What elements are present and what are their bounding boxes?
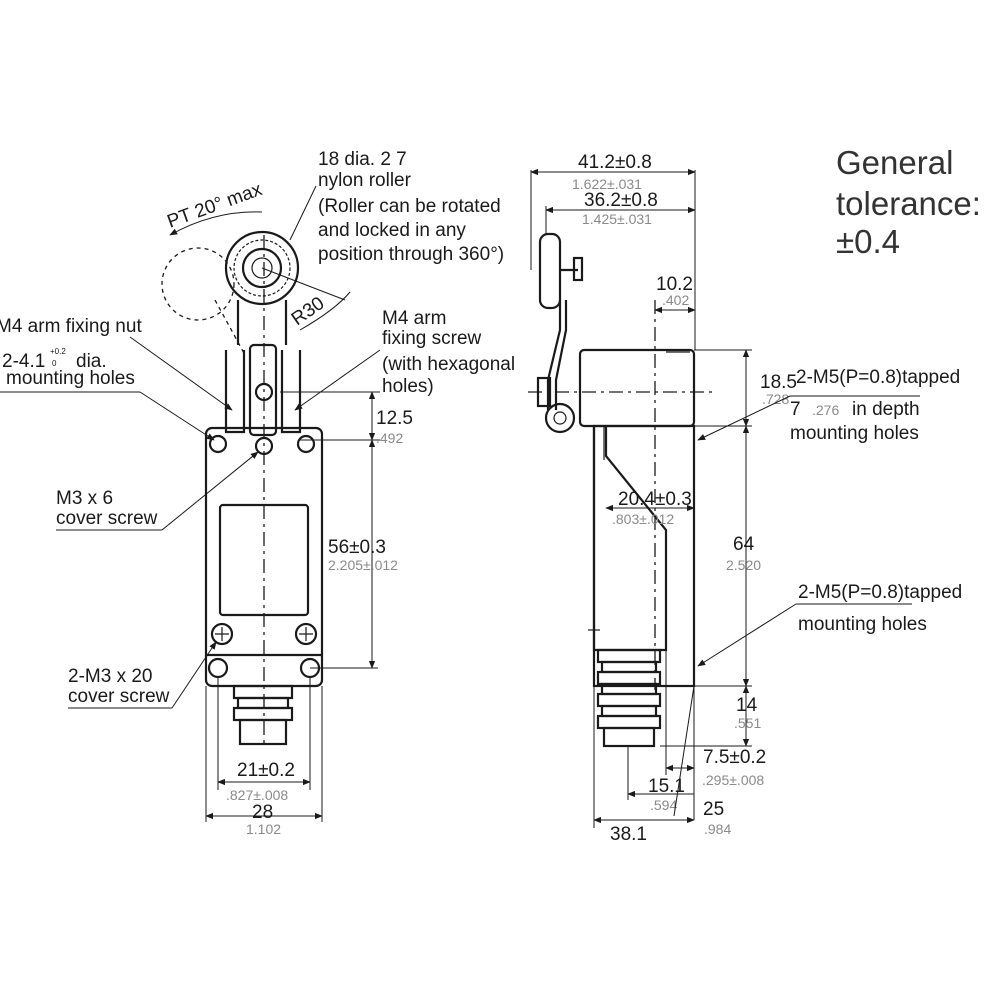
side-view: 41.2±0.8 1.622±.031 36.2±0.8 1.425±.031 … [528,152,962,845]
dim-28-inch: 1.102 [246,821,281,837]
roller-label-2: nylon roller [318,170,412,191]
dim-28-mm: 28 [252,802,273,823]
tapped-top-label-3: mounting holes [790,423,919,444]
mount-hole-left-top-icon [208,434,228,454]
tolerance-line-3: ±0.4 [836,223,900,260]
arm-screw-label-3: (with hexagonal [382,354,515,375]
mount-hole-left-bottom-icon [207,657,229,679]
m3x6-label-1: M3 x 6 [56,488,113,509]
tapped-bottom-label-2: mounting holes [798,614,927,635]
side-arm [546,300,562,410]
mount-holes-label-suffix: dia. [76,351,107,372]
m3x20-leader [171,641,217,709]
pt-angle-arc [169,211,263,236]
m3x6-screw-icon [254,436,274,456]
tapped-bottom-leader [697,603,797,667]
dim-25-inch: .984 [704,821,731,837]
dim-10-2-mm: 10.2 [656,274,693,295]
side-plunger-boot [596,648,662,748]
dim-64-mm: 64 [733,534,755,555]
mount-hole-right-top-icon [296,434,316,454]
mount-holes-leader [139,391,215,441]
dim-21-mm: 21±0.2 [237,760,295,781]
roller-icon [224,230,300,306]
lever-arm [236,300,288,345]
dim-56-inch: 2.205±.012 [328,557,398,573]
dim-18-5-mm: 18.5 [760,372,797,393]
general-tolerance-note: General tolerance: ±0.4 [836,144,981,260]
tapped-top-depth-mm: 7 [790,399,801,420]
radius-label: R30 [288,293,329,330]
arm-nut-leader [129,336,233,411]
pt-angle-label: PT 20° max [165,179,266,233]
dim-64-inch: 2.520 [726,557,761,573]
dim-25-leader [673,685,695,817]
arm-brackets [224,350,302,434]
cover-screw-right-icon [294,622,318,646]
front-view: PT 20° max R30 18 dia. 2 7 nylon roller … [0,149,515,837]
arm-screw-label-2: fixing screw [382,328,482,349]
rotated-arm-outline [214,299,246,356]
dim-20-4-mm: 20.4±0.3 [618,489,692,510]
radius-line [261,267,346,301]
tapped-top-label-1: 2-M5(P=0.8)tapped [796,367,960,388]
dim-15-1-inch: .594 [650,797,677,813]
dim-36-2-mm: 36.2±0.8 [584,190,658,211]
dim-12-5-inch: .492 [376,430,403,446]
cover-screw-left-icon [210,622,234,646]
roller-label-5: position through 360°) [318,244,504,265]
tolerance-line-1: General [836,144,953,181]
tolerance-line-2: tolerance: [836,185,981,222]
m3x20-label-1: 2-M3 x 20 [68,666,152,687]
arm-screw-label-4: holes) [382,376,434,397]
roller-label-4: and locked in any [318,220,466,241]
rotated-roller-outline [161,247,235,321]
dim-7-5-inch: .295±.008 [702,772,764,788]
plunger-boot [232,684,294,746]
dim-56-mm: 56±0.3 [328,537,386,558]
dim-10-2-inch: .402 [662,292,689,308]
side-body [592,424,696,688]
arm-hub [248,343,278,437]
cover-window [218,503,310,617]
roller-label-1: 18 dia. 2 7 [318,149,407,170]
dim-14-inch: .551 [734,715,761,731]
side-head [578,348,696,428]
dim-14-mm: 14 [736,695,758,716]
dim-20-4-inch: .803±.012 [612,511,674,527]
tapped-top-leader [697,395,791,441]
tapped-top-depth-rest: in depth [852,399,920,420]
mount-holes-tol-sup: +0.2 [50,347,66,356]
m3x6-leader [161,451,259,531]
roller-label-3: (Roller can be rotated [318,196,501,217]
dim-7-5-mm: 7.5±0.2 [703,747,766,768]
dim-21-inch: .827±.008 [226,787,288,803]
radius-arc [299,291,351,331]
arm-nut-label: M4 arm fixing nut [0,316,142,337]
tapped-top-depth-inch: .276 [812,402,839,418]
dim-18-5-inch: .728 [762,391,789,407]
arm-fixing-screw-icon [254,382,274,402]
dim-36-2-inch: 1.425±.031 [582,211,652,227]
m3x20-label-2: cover screw [68,686,170,707]
mount-holes-tol-sub: 0 [52,359,57,368]
dim-41-2-inch: 1.622±.031 [572,176,642,192]
dim-12-5-mm: 12.5 [376,408,413,429]
dim-25-mm: 25 [703,799,724,820]
side-hub [544,402,576,434]
mount-holes-label-prefix: 2-4.1 [2,351,45,372]
roller-leader [289,185,317,241]
side-roller [538,232,562,310]
arm-screw-label-1: M4 arm [382,308,446,329]
arm-screw-leader [294,349,381,411]
mount-holes-label-2: mounting holes [6,368,135,389]
dim-15-1-mm: 15.1 [648,776,685,797]
tapped-bottom-label-1: 2-M5(P=0.8)tapped [798,582,962,603]
dim-38-1-mm: 38.1 [610,824,647,845]
dim-41-2-mm: 41.2±0.8 [578,152,652,173]
m3x6-label-2: cover screw [56,508,158,529]
